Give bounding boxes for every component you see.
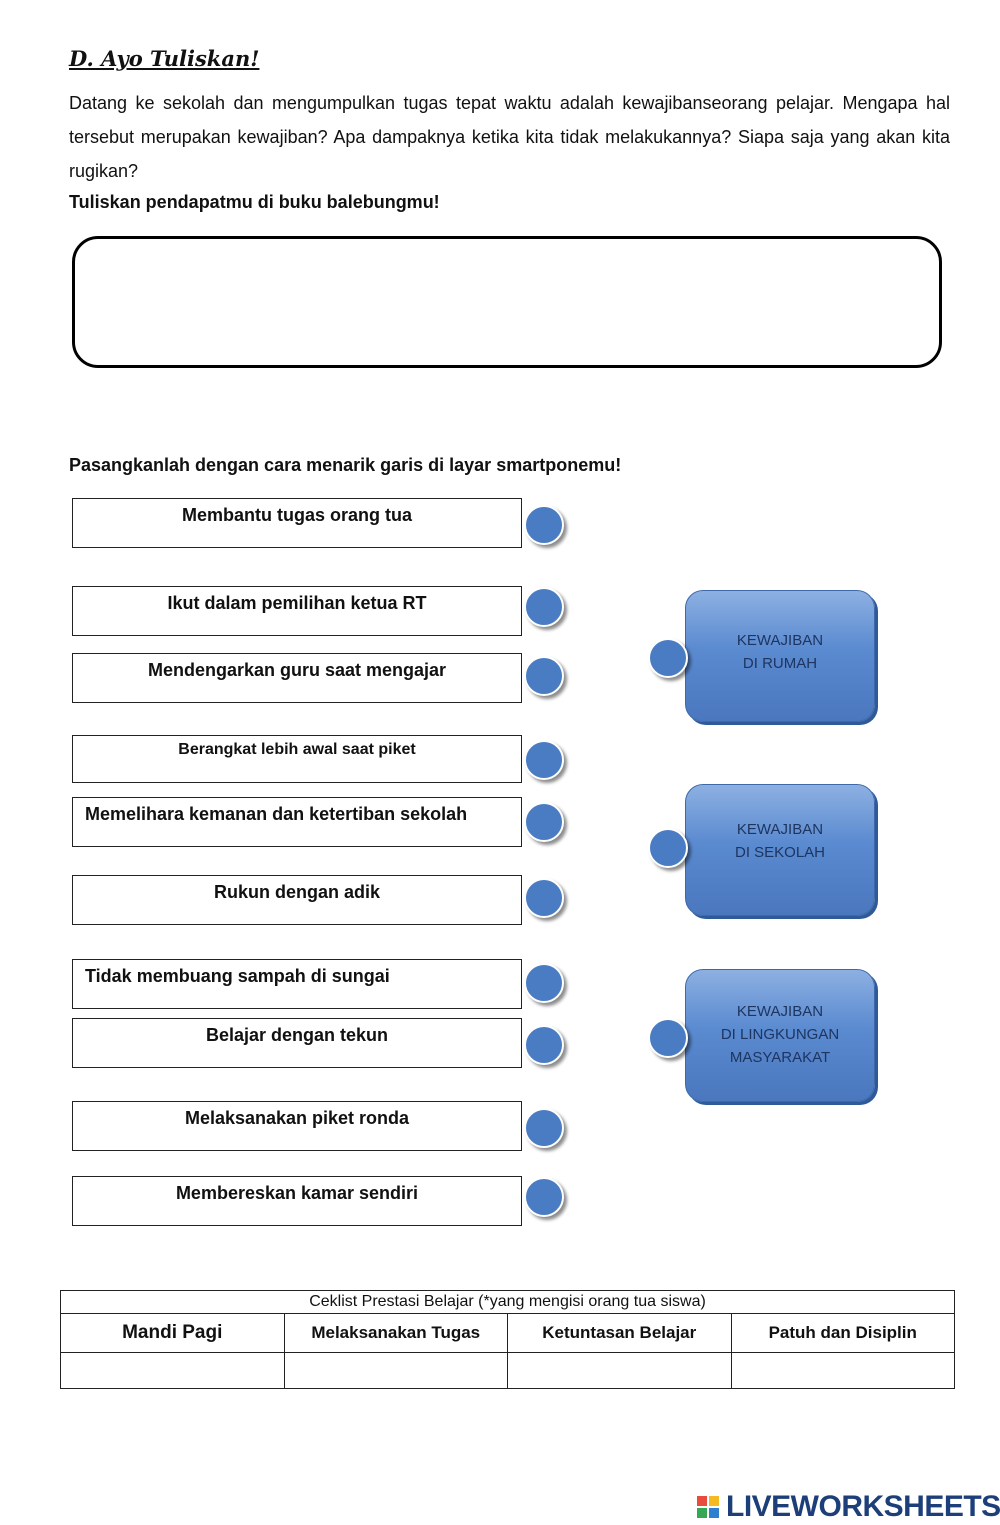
match-item-label: Melaksanakan piket ronda [184, 1108, 410, 1128]
answer-textbox[interactable] [72, 236, 942, 368]
connector-dot-item-3[interactable] [524, 656, 564, 696]
connector-dot-sekolah[interactable] [648, 828, 688, 868]
liveworksheets-logo: LIVEWORKSHEETS [726, 1490, 1000, 1523]
connector-dot-item-1[interactable] [524, 505, 564, 545]
match-item-10: Membereskan kamar sendiri [72, 1176, 522, 1226]
connector-dot-item-2[interactable] [524, 587, 564, 627]
checklist-col-patuh-disiplin: Patuh dan Disiplin [730, 1313, 955, 1353]
write-instruction: Tuliskan pendapatmu di buku balebungmu! [69, 192, 440, 212]
category-line: MASYARAKAT [729, 1049, 831, 1066]
connector-dot-masyarakat[interactable] [648, 1018, 688, 1058]
connector-dot-item-4[interactable] [524, 740, 564, 780]
category-line: DI LINGKUNGAN [720, 1026, 840, 1043]
match-item-8: Belajar dengan tekun [72, 1018, 522, 1068]
match-item-label: Mendengarkan guru saat mengajar [147, 660, 447, 680]
match-item-4: Berangkat lebih awal saat piket [72, 735, 522, 783]
checklist-col-ketuntasan-belajar: Ketuntasan Belajar [507, 1313, 732, 1353]
category-line: DI SEKOLAH [734, 844, 826, 861]
connector-dot-item-5[interactable] [524, 802, 564, 842]
match-item-1: Membantu tugas orang tua [72, 498, 522, 548]
checklist-cell-mandi-pagi[interactable] [60, 1352, 285, 1389]
category-line: KEWAJIBAN [736, 632, 824, 649]
match-item-label: Belajar dengan tekun [205, 1025, 389, 1045]
checklist-table: Ceklist Prestasi Belajar (*yang mengisi … [60, 1290, 955, 1389]
connector-dot-item-10[interactable] [524, 1177, 564, 1217]
checklist-cell-melaksanakan-tugas[interactable] [283, 1352, 508, 1389]
match-item-5: Memelihara kemanan dan ketertiban sekola… [72, 797, 522, 847]
category-line: KEWAJIBAN [736, 821, 824, 838]
category-line: DI RUMAH [742, 655, 818, 672]
match-item-label: Membereskan kamar sendiri [175, 1183, 419, 1203]
connector-dot-item-9[interactable] [524, 1108, 564, 1148]
category-box-masyarakat: KEWAJIBAN DI LINGKUNGAN MASYARAKAT [685, 969, 875, 1102]
match-item-label: Ikut dalam pemilihan ketua RT [167, 593, 427, 613]
connector-dot-rumah[interactable] [648, 638, 688, 678]
match-item-label: Rukun dengan adik [213, 882, 381, 902]
checklist-col-melaksanakan-tugas: Melaksanakan Tugas [283, 1313, 508, 1353]
section-heading: D. Ayo Tuliskan! [69, 46, 260, 71]
connector-dot-item-8[interactable] [524, 1025, 564, 1065]
checklist-caption: Ceklist Prestasi Belajar (*yang mengisi … [60, 1290, 955, 1314]
question-paragraph: Datang ke sekolah dan mengumpulkan tugas… [69, 93, 950, 181]
connector-dot-item-6[interactable] [524, 878, 564, 918]
match-item-label: Memelihara kemanan dan ketertiban sekola… [85, 804, 468, 824]
match-item-label: Berangkat lebih awal saat piket [178, 741, 416, 758]
checklist-cell-ketuntasan-belajar[interactable] [507, 1352, 732, 1389]
connector-dot-item-7[interactable] [524, 963, 564, 1003]
liveworksheets-logo-icon [697, 1494, 723, 1520]
match-item-label: Tidak membuang sampah di sungai [85, 966, 390, 986]
match-item-label: Membantu tugas orang tua [181, 505, 412, 525]
category-box-rumah: KEWAJIBAN DI RUMAH [685, 590, 875, 722]
match-instruction: Pasangkanlah dengan cara menarik garis d… [69, 455, 622, 475]
match-item-6: Rukun dengan adik [72, 875, 522, 925]
checklist-col-mandi-pagi: Mandi Pagi [60, 1313, 285, 1353]
category-box-sekolah: KEWAJIBAN DI SEKOLAH [685, 784, 875, 916]
checklist-cell-patuh-disiplin[interactable] [730, 1352, 955, 1389]
match-item-9: Melaksanakan piket ronda [72, 1101, 522, 1151]
match-item-3: Mendengarkan guru saat mengajar [72, 653, 522, 703]
category-line: KEWAJIBAN [736, 1003, 824, 1020]
match-item-2: Ikut dalam pemilihan ketua RT [72, 586, 522, 636]
match-item-7: Tidak membuang sampah di sungai [72, 959, 522, 1009]
